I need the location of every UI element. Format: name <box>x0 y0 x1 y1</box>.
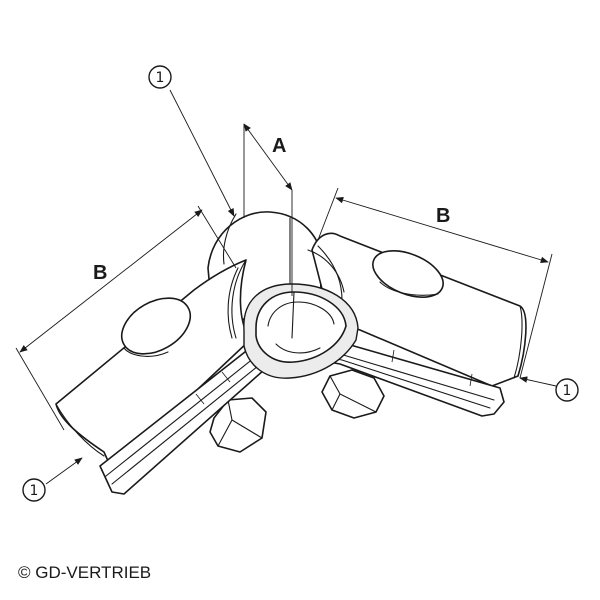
dimension-label-a: A <box>272 135 286 157</box>
leader-line-right <box>519 376 557 387</box>
copyright-text: © GD-VERTRIEB <box>18 563 152 582</box>
callout-right: 1 <box>555 378 579 402</box>
callout-right-number: 1 <box>563 383 572 399</box>
dimension-a <box>243 123 293 296</box>
hex-nut-left <box>209 397 267 453</box>
dimension-label-b-left: B <box>93 262 107 284</box>
leader-line-bottom-left <box>45 457 83 485</box>
callout-bottom-left-number: 1 <box>30 483 39 499</box>
callout-top: 1 <box>148 65 172 89</box>
callout-top-number: 1 <box>156 70 165 86</box>
hex-nut-right <box>321 369 385 419</box>
tube-clamp-right <box>307 232 527 387</box>
leader-line-top <box>169 89 235 217</box>
socket-ring <box>243 283 359 379</box>
dimension-b-left <box>15 205 237 431</box>
dimension-label-b-right: B <box>436 205 450 227</box>
callout-bottom-left: 1 <box>22 478 46 502</box>
dimension-b-right <box>317 187 553 379</box>
